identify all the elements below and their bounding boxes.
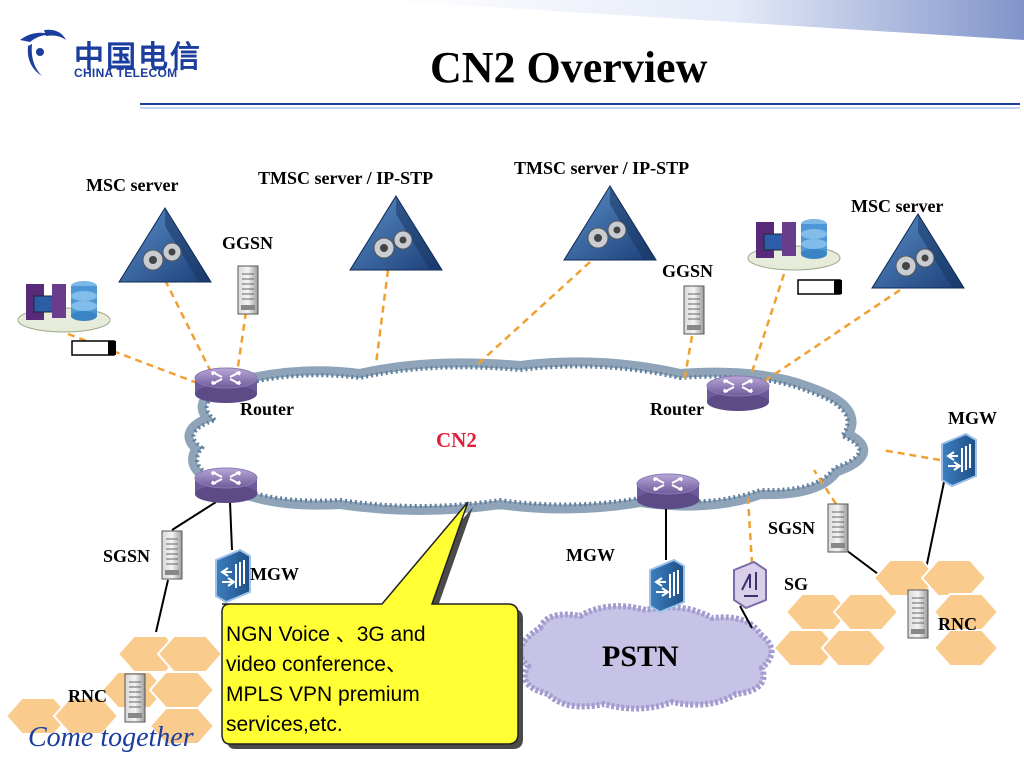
link-tmsc-right-cloud <box>477 261 591 365</box>
pstn-cloud <box>517 603 775 712</box>
link-pc-router-right <box>748 273 786 379</box>
cn2-label: CN2 <box>436 428 477 452</box>
storage-box-right-icon <box>797 279 841 295</box>
link-sg-pstn <box>739 605 753 629</box>
callout-line: NGN Voice 、3G and <box>226 623 426 646</box>
link-ggsn-router-right <box>682 335 694 383</box>
slogan-text: Come together <box>28 722 194 753</box>
router-bottom-left-icon <box>194 467 258 504</box>
label-msc-server-left: MSC server <box>86 175 179 195</box>
sgsn-left-icon <box>161 530 183 580</box>
link-msc-router-right <box>759 288 901 386</box>
label-mgw-left: MGW <box>250 564 299 584</box>
label-mgw-right: MGW <box>948 408 997 428</box>
header-swoosh <box>380 0 1024 40</box>
pstn-label: PSTN <box>602 640 679 673</box>
dashed-links <box>67 261 941 565</box>
callout-line: services,etc. <box>226 713 343 736</box>
callout-bubble <box>221 501 523 749</box>
china-telecom-logo-icon <box>20 29 66 76</box>
link-tmsc-left-cloud <box>374 269 390 365</box>
label-router-right: Router <box>650 399 704 419</box>
msc-server-right-icon <box>871 213 965 289</box>
rnc-right-icon <box>907 589 929 639</box>
logo-chinese-text: 中国电信 <box>74 40 202 75</box>
label-rnc-right: RNC <box>938 614 977 634</box>
label-sg: SG <box>784 574 809 594</box>
mgw-left-icon <box>215 549 251 603</box>
cn2-cloud <box>184 357 868 515</box>
callout-line: MPLS VPN premium <box>226 683 420 706</box>
label-sgsn-left: SGSN <box>103 546 151 566</box>
router-bottom-center-icon <box>636 473 700 510</box>
link-sg-cloud <box>746 497 754 565</box>
page-title: CN2 Overview <box>430 43 708 92</box>
label-ggsn-right: GGSN <box>662 261 714 281</box>
rnc-left-icon <box>124 673 146 723</box>
tmsc-server-left-icon <box>349 195 443 271</box>
link-mgw-right-cloud <box>881 448 941 462</box>
label-rnc-left: RNC <box>68 686 107 706</box>
label-sgsn-right: SGSN <box>768 518 816 538</box>
router-top-left-icon <box>194 367 258 404</box>
label-mgw-center: MGW <box>566 545 615 565</box>
callout-line: video conference、 <box>226 653 407 676</box>
pc-database-right-icon <box>747 218 841 271</box>
pc-database-left-icon <box>17 280 111 333</box>
link-router-mgw-left <box>229 501 233 551</box>
logo-english-text: CHINA TELECOM <box>74 66 178 80</box>
ggsn-right-icon <box>683 285 705 335</box>
link-msc-router-left <box>163 279 216 379</box>
label-tmsc-server-left: TMSC server / IP-STP <box>258 168 434 188</box>
link-router-sgsn-left <box>171 501 217 531</box>
sgsn-right-icon <box>827 503 849 553</box>
mgw-center-icon <box>649 559 685 613</box>
sg-icon <box>733 560 767 610</box>
ggsn-left-icon <box>237 265 259 315</box>
storage-box-left-icon <box>71 340 115 356</box>
router-top-right-icon <box>706 375 770 412</box>
link-sgsn-right-cloud <box>812 469 838 505</box>
callout-text: NGN Voice 、3G and video conference、 MPLS… <box>226 620 506 740</box>
storage-box-right-dark <box>834 280 842 294</box>
label-ggsn-left: GGSN <box>222 233 274 253</box>
label-router-left: Router <box>240 399 294 419</box>
label-msc-server-right: MSC server <box>851 196 944 216</box>
msc-server-left-icon <box>118 207 212 283</box>
link-sgsn-rnc-left <box>155 579 169 633</box>
tmsc-server-right-icon <box>563 185 657 261</box>
storage-box-left-dark <box>108 341 116 355</box>
mgw-right-icon <box>941 433 977 487</box>
label-tmsc-server-right: TMSC server / IP-STP <box>514 158 690 178</box>
